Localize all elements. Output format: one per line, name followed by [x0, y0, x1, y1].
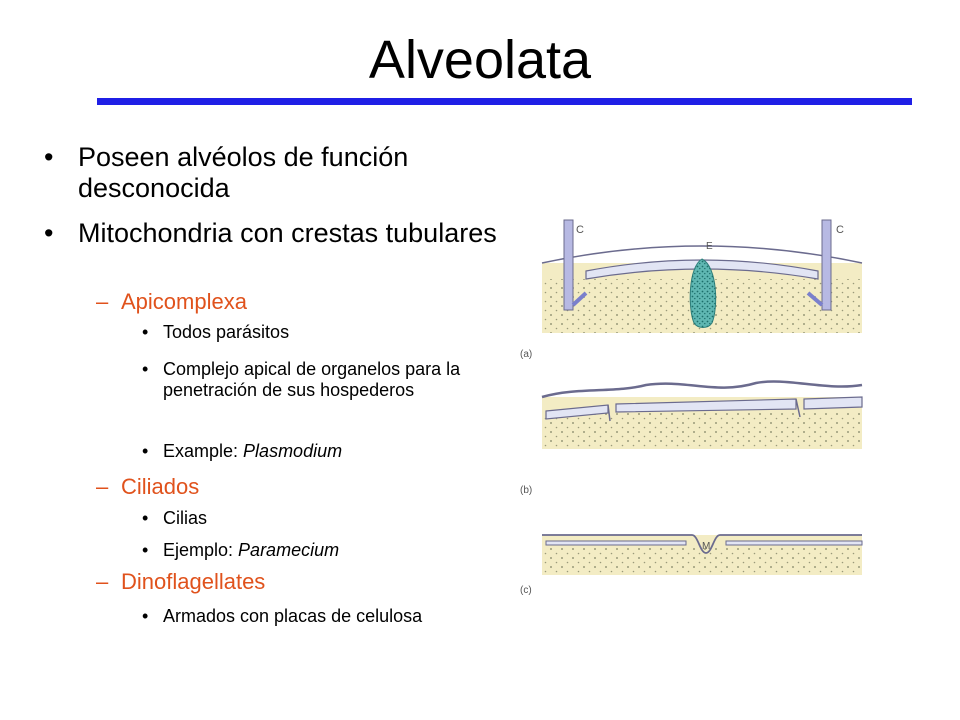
- label-c-right: C: [836, 224, 844, 236]
- sub-bullet: • Todos parásitos: [142, 322, 493, 343]
- panel-b: (b): [520, 380, 863, 496]
- sub-bullet-prefix: Ejemplo:: [163, 540, 239, 560]
- bullet-marker: •: [142, 322, 149, 342]
- label-c: (c): [520, 585, 532, 596]
- bullet-marker: •: [142, 441, 149, 461]
- dash-marker: –: [96, 474, 109, 499]
- subheading-apicomplexa: – Apicomplexa: [96, 289, 501, 315]
- bullet-marker: •: [142, 606, 149, 626]
- sub-bullet-text: Cilias: [163, 508, 208, 528]
- dash-marker: –: [96, 289, 109, 314]
- bullet-marker: •: [44, 218, 54, 248]
- sub-bullet: • Example: Plasmodium: [142, 441, 493, 462]
- sub-bullet-text: Armados con placas de celulosa: [163, 606, 423, 626]
- species-name: Plasmodium: [243, 441, 343, 461]
- sub-bullet: • Complejo apical de organelos para la p…: [142, 359, 493, 401]
- label-m: M: [702, 541, 710, 552]
- panel-a: C C E (a): [520, 219, 863, 360]
- subheading-dinoflagellates: – Dinoflagellates: [96, 569, 501, 595]
- bullet-marker: •: [142, 540, 149, 560]
- label-c-left: C: [576, 224, 584, 236]
- label-a: (a): [520, 349, 532, 360]
- bullet-text: Mitochondria con crestas tubulares: [78, 218, 497, 248]
- bullet-list: • Poseen alvéolos de función desconocida…: [44, 142, 501, 627]
- bullet-marker: •: [44, 142, 54, 172]
- sub-bullet: • Armados con placas de celulosa: [142, 606, 493, 627]
- bullet-item: • Mitochondria con crestas tubulares: [44, 218, 498, 249]
- alveoli-diagram: C C E (a) (b) M (c): [520, 219, 863, 596]
- subheading-text: Apicomplexa: [121, 289, 247, 314]
- sub-bullet: • Ejemplo: Paramecium: [142, 540, 493, 561]
- bullet-text: Poseen alvéolos de función desconocida: [78, 142, 409, 203]
- bullet-marker: •: [142, 508, 149, 528]
- sub-bullet-text: Complejo apical de organelos para la pen…: [163, 359, 461, 400]
- subheading-text: Ciliados: [121, 474, 200, 499]
- slide-title: Alveolata: [368, 30, 592, 90]
- title-underline: [97, 98, 912, 105]
- sub-bullet-prefix: Example:: [163, 441, 244, 461]
- bullet-marker: •: [142, 359, 149, 379]
- dash-marker: –: [96, 569, 109, 594]
- subheading-text: Dinoflagellates: [121, 569, 266, 594]
- label-e: E: [706, 241, 713, 252]
- bullet-item: • Poseen alvéolos de función desconocida: [44, 142, 498, 204]
- subheading-ciliados: – Ciliados: [96, 474, 501, 500]
- sub-bullet-text: Todos parásitos: [163, 322, 290, 342]
- panel-c: M (c): [520, 534, 863, 596]
- species-name: Paramecium: [238, 540, 340, 560]
- sub-bullet: • Cilias: [142, 508, 493, 529]
- label-b: (b): [520, 485, 532, 496]
